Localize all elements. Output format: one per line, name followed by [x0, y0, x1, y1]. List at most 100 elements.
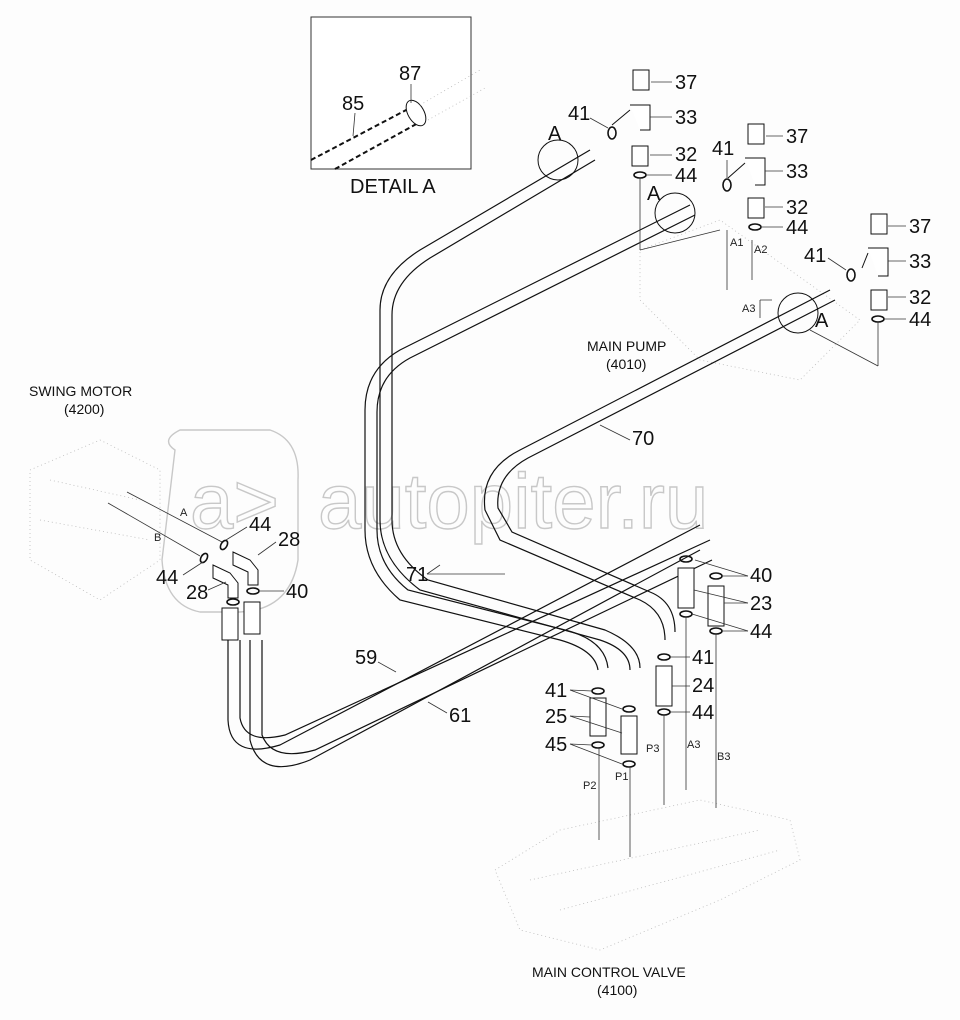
elbow-28-icon[interactable]: [232, 551, 259, 586]
oring-44-icon[interactable]: [657, 708, 671, 716]
port-p1: P1: [615, 771, 628, 783]
hose-59-inner: [239, 539, 711, 739]
oring-44-icon[interactable]: [709, 627, 723, 635]
elbow-28-icon[interactable]: [212, 564, 239, 599]
detail-marker-circle-2[interactable]: [654, 192, 696, 234]
watermark-logo-glyph: a>: [190, 457, 279, 545]
callout-71: 71: [406, 564, 428, 586]
pump-fitting-group-1: 37 41 33 32 44: [568, 69, 697, 187]
oring-45-icon[interactable]: [591, 741, 605, 749]
callout-41: 41: [712, 138, 734, 160]
plug-37-icon[interactable]: [632, 69, 650, 91]
port-a3: A3: [687, 739, 700, 751]
hose-71-inner: [391, 159, 641, 669]
callout-44: 44: [750, 621, 772, 643]
callout-44: 44: [786, 217, 808, 239]
detail-a-inset: 85 87 DETAIL A: [310, 16, 486, 198]
leader-70: [599, 424, 631, 441]
callout-40: 40: [750, 565, 772, 587]
port-swing-b: B: [154, 532, 161, 544]
callout-87: 87: [399, 63, 421, 85]
adapter-32-icon[interactable]: [747, 197, 765, 219]
callout-33: 33: [786, 161, 808, 183]
callout-41: 41: [692, 647, 714, 669]
tee-33-icon[interactable]: [727, 157, 766, 186]
main-control-valve-code: (4100): [597, 982, 637, 998]
adapter-24-icon[interactable]: [655, 665, 673, 707]
adapter-25-icon[interactable]: [589, 697, 607, 737]
adapter-32-icon[interactable]: [631, 145, 649, 167]
leader: [569, 689, 593, 692]
valve-ports: P2 P1 P3 A3 B3: [583, 617, 730, 857]
oring-40-icon[interactable]: [246, 587, 260, 595]
oring-40-icon[interactable]: [226, 598, 240, 606]
oring-44-icon[interactable]: [679, 610, 693, 618]
oring-41-icon[interactable]: [846, 268, 856, 282]
callout-41: 41: [568, 103, 590, 125]
hose-61-inner: [261, 559, 713, 755]
watermark-logo-badge: [161, 429, 299, 613]
swing-motor-fittings: A B 44 28 44 28 40: [107, 491, 308, 641]
swing-motor-label: SWING MOTOR: [29, 383, 132, 399]
swing-motor-code: (4200): [64, 401, 104, 417]
leader: [827, 257, 847, 271]
port-a3: A3: [742, 303, 755, 315]
oring-44-icon[interactable]: [748, 223, 762, 231]
tee-33-icon[interactable]: [861, 247, 889, 277]
valve-fittings-right: 40 23 44 41 24 44: [655, 555, 772, 724]
control-valve-ghost: [494, 799, 801, 951]
detail-marker-circle-3[interactable]: [777, 292, 819, 334]
oring-44-icon[interactable]: [633, 171, 647, 179]
leader: [569, 715, 591, 718]
oring-40-icon[interactable]: [679, 555, 693, 563]
leader: [569, 743, 593, 746]
hose-end-fitting[interactable]: [221, 607, 239, 641]
port-p2: P2: [583, 780, 596, 792]
leader: [569, 689, 623, 710]
oring-45-icon[interactable]: [622, 760, 636, 768]
adapter-32-icon[interactable]: [870, 289, 888, 311]
hose-callouts: 70 71 59 61: [355, 424, 654, 727]
leader-59: [377, 661, 397, 673]
watermark: a> autopiter.ru: [161, 429, 709, 613]
detail-ghost-hose: [419, 69, 486, 121]
hose-70-outer: [483, 289, 831, 641]
oring-41-icon[interactable]: [657, 653, 671, 661]
oring-44-icon[interactable]: [871, 315, 885, 323]
leader: [207, 581, 227, 591]
detail-marker-circle-1[interactable]: [537, 139, 579, 181]
oring-41-icon[interactable]: [591, 687, 605, 695]
detail-hose-line-lower: [334, 121, 421, 170]
callout-61: 61: [449, 705, 471, 727]
adapter-25-icon[interactable]: [620, 715, 638, 755]
detail-markers: A A A: [537, 123, 829, 334]
oring-40-icon[interactable]: [709, 572, 723, 580]
leader-85: [352, 112, 356, 137]
oring-41-icon[interactable]: [622, 705, 636, 713]
callout-45: 45: [545, 734, 567, 756]
leader-71: [426, 564, 441, 575]
hose-end-fitting[interactable]: [243, 601, 261, 635]
plug-37-icon[interactable]: [747, 123, 765, 145]
leader: [693, 589, 749, 604]
oring-44-icon[interactable]: [199, 552, 209, 564]
leader: [809, 329, 879, 367]
main-pump-outline: [639, 219, 861, 381]
detail-marker-label-2: A: [647, 183, 661, 205]
port-line-a: [126, 491, 223, 543]
adapter-23-icon[interactable]: [677, 567, 695, 609]
oring-44-icon[interactable]: [219, 539, 229, 551]
detail-a-title: DETAIL A: [350, 176, 436, 198]
oring-41-icon[interactable]: [722, 178, 732, 192]
plug-37-icon[interactable]: [870, 213, 888, 235]
detail-marker-label-3: A: [815, 310, 829, 332]
leader-61: [427, 701, 448, 714]
port-swing-a: A: [180, 507, 188, 519]
swing-motor-outline: [29, 439, 161, 601]
port-a1: A1: [730, 237, 743, 249]
callout-59: 59: [355, 647, 377, 669]
oring-41-icon[interactable]: [607, 126, 617, 140]
pump-fitting-group-2: 37 41 33 32 44: [639, 123, 808, 251]
tee-33-icon[interactable]: [611, 104, 651, 131]
